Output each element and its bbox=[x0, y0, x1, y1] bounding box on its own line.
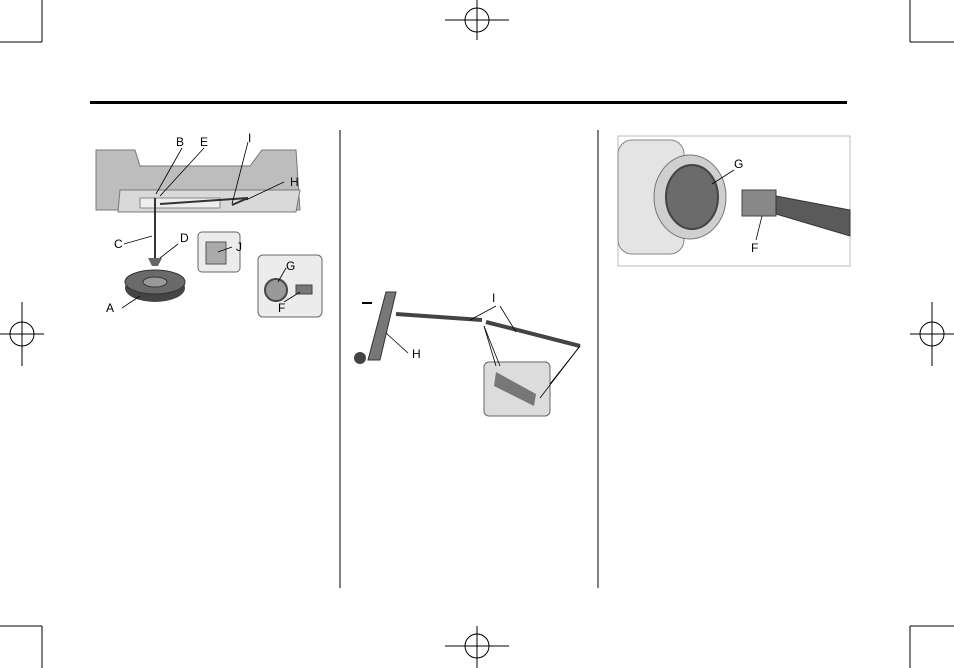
callout-g-right: G bbox=[734, 157, 743, 171]
callout-f-right: F bbox=[751, 241, 758, 255]
